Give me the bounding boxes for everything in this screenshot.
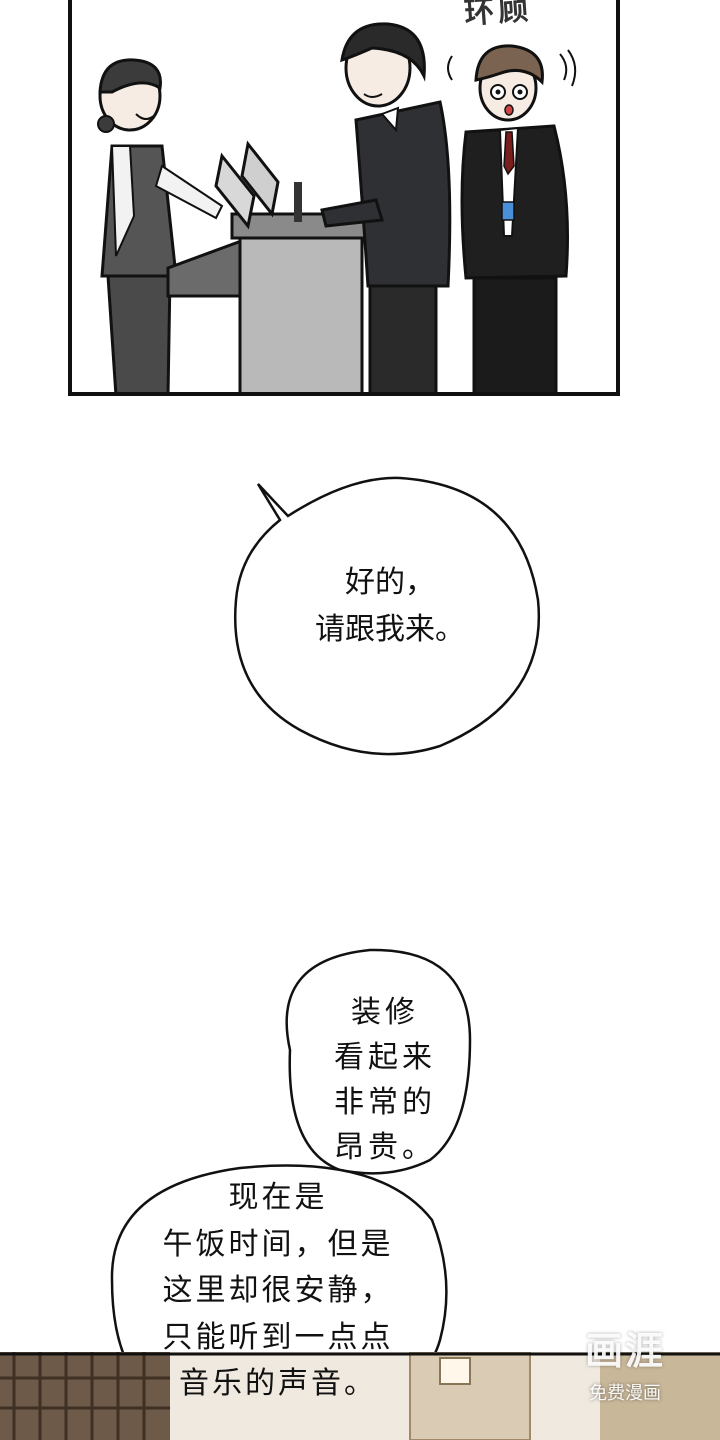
speech-bubble-3: 现在是 午饭时间，但是 这里却很安静， 只能听到一点点 音乐的声音。 — [118, 1175, 438, 1408]
speech-bubble-2: 装修 看起来 非常的 昂贵。 — [300, 990, 470, 1170]
speech-bubble-1: 好的， 请跟我来。 — [280, 560, 500, 653]
bubble-2-line-3: 非常的 — [334, 1085, 436, 1120]
young-man-figure — [447, 44, 577, 392]
sound-effect-text: 环顾 — [463, 0, 534, 32]
man-in-suit-figure — [320, 22, 452, 392]
receptionist-figure — [97, 58, 224, 392]
watermark: 画涯 免费漫画 — [560, 1320, 690, 1420]
watermark-subtitle: 免费漫画 — [589, 1383, 661, 1404]
bubble-2-line-1: 装修 — [351, 995, 419, 1030]
bubble-3-line-5: 音乐的声音。 — [179, 1366, 377, 1401]
watermark-logo: 画涯 — [584, 1329, 665, 1373]
bottom-panel-background — [0, 1352, 720, 1440]
reception-scene-illustration — [97, 22, 577, 392]
comic-panel-reception: 环顾 — [68, 0, 620, 396]
bubble-2-line-4: 昂贵。 — [334, 1130, 436, 1165]
bubble-2-line-2: 看起来 — [334, 1040, 436, 1075]
bubble-3-line-4: 只能听到一点点 — [162, 1319, 394, 1355]
bubble-3-line-3: 这里却很安静， — [162, 1273, 394, 1308]
bubble-1-line-2: 请跟我来。 — [315, 611, 465, 647]
reception-desk — [166, 140, 374, 392]
bubble-1-line-1: 好的， — [345, 565, 435, 600]
bubble-3-line-2: 午饭时间，但是 — [162, 1226, 394, 1262]
bubble-3-line-1: 现在是 — [228, 1180, 328, 1215]
restaurant-interior-illustration — [0, 1352, 720, 1440]
